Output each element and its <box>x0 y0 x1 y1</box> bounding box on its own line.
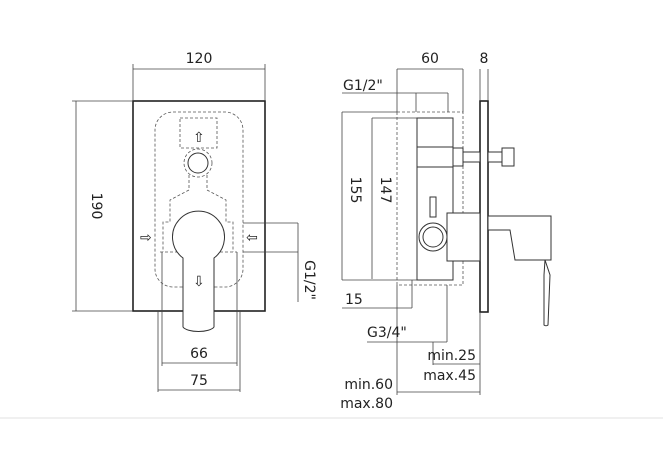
inner-width-dimension: 66 <box>190 346 208 362</box>
width-dimension: 120 <box>186 51 213 67</box>
top-connection-label: G1/2" <box>343 78 383 94</box>
arrow-down-icon: ⇩ <box>193 274 205 290</box>
front-view: 120 190 ⇧ ⇨ ⇦ ⇩ G1/2" 66 75 <box>72 51 317 392</box>
plate-dimension: 8 <box>480 51 489 67</box>
plate-max-dimension: max.45 <box>423 368 476 384</box>
side-handle <box>487 215 552 261</box>
housing-outline <box>154 111 244 288</box>
connection-label: G1/2" <box>301 260 317 300</box>
arrow-left-icon: ⇨ <box>140 230 152 246</box>
outer-width-dimension: 75 <box>190 373 208 389</box>
inner-height-dimension: 147 <box>377 177 393 204</box>
arrow-right-icon: ⇦ <box>246 230 258 246</box>
depth-dimension: 60 <box>421 51 439 67</box>
outer-height-dimension: 155 <box>347 177 363 204</box>
side-housing <box>396 111 464 286</box>
offset-dimension: 15 <box>345 292 363 308</box>
height-dimension: 190 <box>88 193 104 220</box>
arrow-up-icon: ⇧ <box>193 130 205 146</box>
side-view: 60 8 G1/2" 155 147 15 <box>340 51 552 412</box>
plate-min-dimension: min.25 <box>427 348 476 364</box>
bottom-connection-label: G3/4" <box>367 325 407 341</box>
total-max-dimension: max.80 <box>340 396 393 412</box>
total-min-dimension: min.60 <box>344 377 393 393</box>
lever-handle <box>172 210 225 332</box>
side-plate <box>479 100 489 313</box>
